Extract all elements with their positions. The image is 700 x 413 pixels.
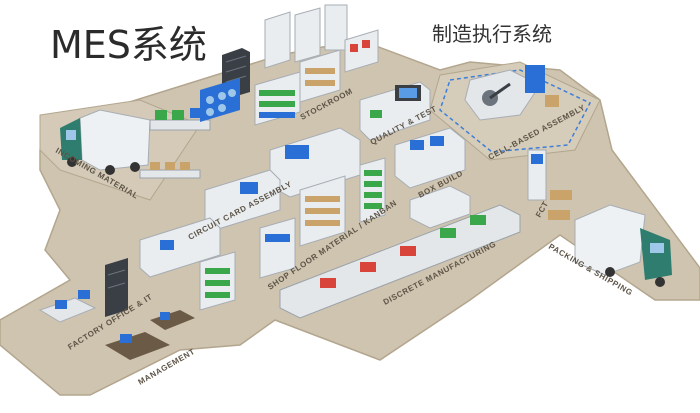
mes-diagram: MES系统 制造执行系统 [0, 0, 700, 413]
factory-floor-illustration: INCOMING MATERIAL STOCKROOM QUALITY & TE… [0, 0, 700, 413]
